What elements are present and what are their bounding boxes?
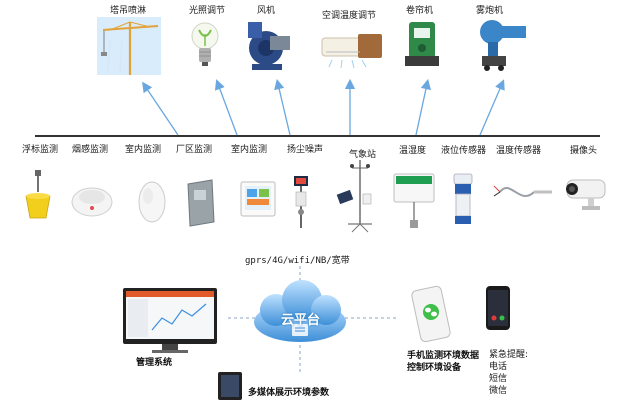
mobile-phone-app-icon [411, 285, 451, 343]
weather-station-icon [336, 160, 372, 233]
output-label-tower-crane-spray: 塔吊喷淋 [110, 6, 147, 16]
camera-icon [566, 179, 606, 210]
emergency-title: 紧急提醒: [489, 350, 529, 360]
output-label-ac-temperature: 空调温度调节 [322, 11, 377, 21]
sensor-label-buoy: 浮标监测 [22, 145, 59, 155]
multimedia-tablet-icon [218, 372, 242, 400]
cloud-platform-label: 云平台 [281, 313, 321, 328]
sensor-label-camera: 摄像头 [570, 146, 598, 156]
emergency-item-phone: 电话 [489, 362, 508, 372]
sensor-label-temperature: 温度传感器 [496, 146, 542, 156]
emergency-item-sms: 短信 [489, 374, 508, 384]
dust-noise-monitor-icon [294, 176, 308, 228]
temp-humidity-sensor-icon [393, 173, 435, 228]
sensor-label-level: 液位传感器 [441, 146, 487, 156]
roller-shutter-motor-icon [405, 22, 439, 66]
output-arrows [142, 78, 505, 136]
multimedia-label: 多媒体展示环境参数 [248, 388, 330, 398]
air-conditioner-icon [321, 34, 382, 69]
sensor-label-factory: 厂区监测 [176, 145, 213, 155]
sensor-label-temp-humidity: 温湿度 [399, 146, 427, 156]
sensor-label-indoor-2: 室内监测 [231, 145, 268, 155]
output-label-roller-shutter: 卷帘机 [406, 6, 434, 16]
emergency-item-wechat: 微信 [489, 386, 508, 396]
phone-call-screen-icon [486, 286, 510, 330]
temperature-probe-icon [493, 185, 552, 198]
factory-monitor-box-icon [187, 179, 215, 227]
fan-blower-icon [248, 22, 290, 70]
indoor-display-panel-icon [240, 181, 276, 217]
level-sensor-icon [453, 173, 473, 224]
mobile-label-line1: 手机监测环境数据 [407, 351, 480, 361]
output-label-fan: 风机 [257, 6, 276, 16]
indoor-sensor-round-icon [138, 181, 166, 223]
smoke-detector-icon [71, 187, 113, 217]
tower-crane-spray-icon [97, 17, 161, 75]
sensor-label-dust-noise: 扬尘噪声 [287, 145, 324, 155]
management-system-label: 管理系统 [136, 358, 173, 368]
output-label-light-adjust: 光照调节 [189, 6, 226, 16]
sensor-label-weather-station: 气象站 [349, 150, 377, 160]
fog-cannon-icon [480, 20, 526, 71]
sensor-label-smoke: 烟感监测 [72, 145, 109, 155]
mobile-label-line2: 控制环境设备 [407, 363, 462, 373]
output-label-fog-cannon: 雾炮机 [476, 6, 504, 16]
management-monitor-icon [123, 288, 217, 353]
cloud-platform-icon [254, 280, 346, 342]
buoy-icon [25, 170, 51, 219]
network-protocols-label: gprs/4G/wifi/NB/宽带 [245, 256, 350, 266]
light-bulb-icon [191, 22, 219, 66]
sensor-label-indoor-1: 室内监测 [125, 145, 162, 155]
